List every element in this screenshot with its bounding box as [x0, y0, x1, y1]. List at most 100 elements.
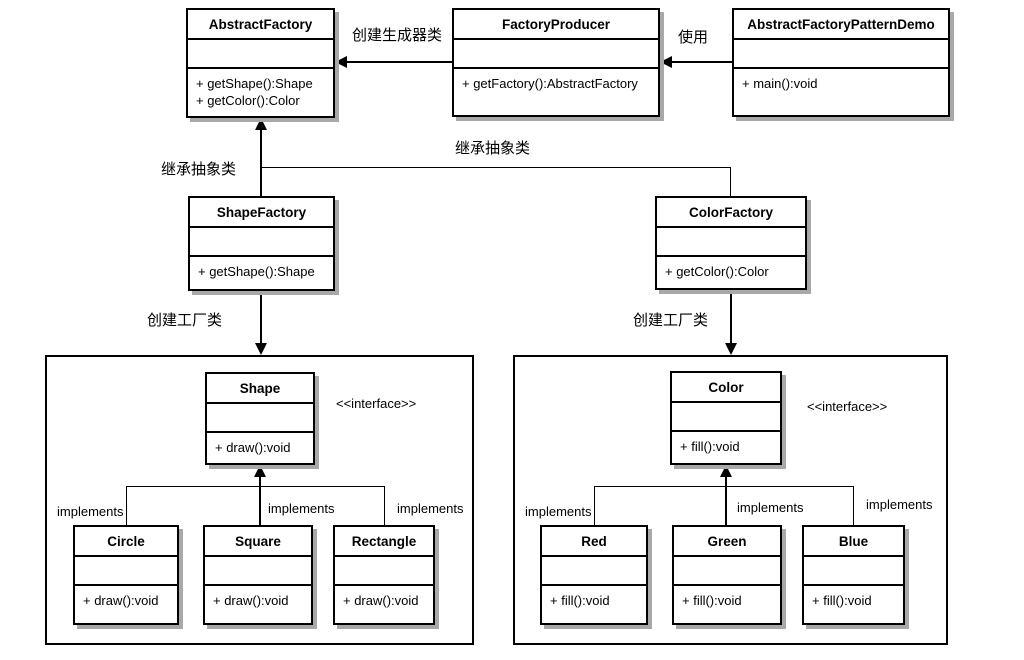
class-attributes-empty — [804, 557, 903, 586]
class-title: ColorFactory — [657, 198, 805, 228]
label-interface-shape: <<interface>> — [336, 396, 417, 411]
class-methods: + main():void — [734, 69, 948, 115]
method: + fill():void — [812, 593, 872, 608]
class-red: Red + fill():void — [540, 525, 648, 625]
connector-demo-to-producer — [665, 61, 732, 63]
connector-branch-horizontal — [260, 167, 731, 168]
method: + getShape():Shape — [198, 264, 315, 279]
class-title: AbstractFactory — [188, 10, 333, 40]
interface-shape: Shape + draw():void — [205, 372, 315, 465]
class-methods: + getFactory():AbstractFactory — [454, 69, 658, 115]
arrowhead-at-shape-panel-icon — [255, 343, 267, 355]
class-title: Square — [205, 527, 311, 557]
label-inherit-abstract-left: 继承抽象类 — [161, 161, 237, 178]
label-implements-green: implements — [737, 500, 804, 515]
class-attributes-empty — [207, 404, 313, 433]
connector-circle-stub — [126, 486, 127, 525]
class-attributes-empty — [188, 40, 333, 69]
class-pattern-demo: AbstractFactoryPatternDemo + main():void — [732, 8, 950, 117]
interface-color: Color + fill():void — [670, 371, 782, 465]
class-title: AbstractFactoryPatternDemo — [734, 10, 948, 40]
connector-red-stub — [594, 486, 595, 525]
label-implements-square: implements — [268, 501, 335, 516]
class-attributes-empty — [542, 557, 646, 586]
class-title: Red — [542, 527, 646, 557]
class-attributes-empty — [335, 557, 433, 586]
connector-branch-to-colorfactory — [730, 167, 731, 196]
connector-green-to-color — [725, 475, 727, 525]
connector-blue-stub — [853, 486, 854, 525]
arrowhead-at-color-icon — [720, 465, 732, 477]
connector-color-impl-horizontal — [594, 486, 854, 487]
label-create-factory-right: 创建工厂类 — [633, 312, 709, 329]
class-attributes-empty — [205, 557, 311, 586]
class-green: Green + fill():void — [672, 525, 782, 625]
class-title: Shape — [207, 374, 313, 404]
method: + getColor():Color — [196, 93, 300, 108]
class-methods: + draw():void — [207, 433, 313, 463]
label-create-producer: 创建生成器类 — [352, 27, 443, 44]
class-title: Rectangle — [335, 527, 433, 557]
class-attributes-empty — [657, 228, 805, 257]
class-methods: + fill():void — [804, 586, 903, 623]
class-attributes-empty — [75, 557, 177, 586]
class-attributes-empty — [672, 403, 780, 432]
arrowhead-generalization-icon — [255, 118, 267, 130]
method: + fill():void — [680, 439, 740, 454]
arrowhead-at-abstractfactory-icon — [335, 56, 347, 68]
class-blue: Blue + fill():void — [802, 525, 905, 625]
class-color-factory: ColorFactory + getColor():Color — [655, 196, 807, 290]
method: + getFactory():AbstractFactory — [462, 76, 638, 91]
method: + draw():void — [83, 593, 159, 608]
method: + fill():void — [550, 593, 610, 608]
class-attributes-empty — [454, 40, 658, 69]
method: + main():void — [742, 76, 818, 91]
label-create-factory-left: 创建工厂类 — [147, 312, 223, 329]
class-attributes-empty — [190, 228, 333, 257]
class-factory-producer: FactoryProducer + getFactory():AbstractF… — [452, 8, 660, 117]
class-methods: + draw():void — [335, 586, 433, 623]
class-title: Green — [674, 527, 780, 557]
connector-shapefactory-to-panel — [260, 291, 262, 344]
class-circle: Circle + draw():void — [73, 525, 179, 625]
label-implements-circle: implements — [57, 504, 124, 519]
connector-shape-impl-horizontal — [126, 486, 385, 487]
class-title: ShapeFactory — [190, 198, 333, 228]
arrowhead-at-producer-icon — [660, 56, 672, 68]
arrowhead-at-color-panel-icon — [725, 343, 737, 355]
connector-producer-to-abstractfactory — [340, 61, 452, 63]
class-title: Blue — [804, 527, 903, 557]
label-use: 使用 — [678, 29, 709, 46]
class-shape-factory: ShapeFactory + getShape():Shape — [188, 196, 335, 291]
connector-shapefactory-to-abstractfactory — [260, 129, 262, 196]
class-attributes-empty — [734, 40, 948, 69]
method: + draw():void — [213, 593, 289, 608]
class-rectangle: Rectangle + draw():void — [333, 525, 435, 625]
label-inherit-abstract-right: 继承抽象类 — [455, 140, 531, 157]
class-methods: + getShape():Shape — [190, 257, 333, 289]
method: + getShape():Shape — [196, 76, 313, 91]
class-methods: + getColor():Color — [657, 257, 805, 288]
class-attributes-empty — [674, 557, 780, 586]
class-abstract-factory: AbstractFactory + getShape():Shape + get… — [186, 8, 335, 118]
method: + draw():void — [215, 440, 291, 455]
label-implements-blue: implements — [866, 497, 933, 512]
connector-rectangle-stub — [384, 486, 385, 525]
class-methods: + fill():void — [672, 432, 780, 463]
label-implements-rectangle: implements — [397, 501, 464, 516]
method: + fill():void — [682, 593, 742, 608]
class-title: Color — [672, 373, 780, 403]
class-methods: + draw():void — [205, 586, 311, 623]
method: + getColor():Color — [665, 264, 769, 279]
label-implements-red: implements — [525, 504, 592, 519]
class-methods: + fill():void — [674, 586, 780, 623]
label-interface-color: <<interface>> — [807, 399, 888, 414]
connector-colorfactory-to-panel — [730, 290, 732, 344]
arrowhead-at-shape-icon — [254, 465, 266, 477]
class-square: Square + draw():void — [203, 525, 313, 625]
class-methods: + getShape():Shape + getColor():Color — [188, 69, 333, 116]
method: + draw():void — [343, 593, 419, 608]
connector-square-to-shape — [259, 475, 261, 525]
class-title: FactoryProducer — [454, 10, 658, 40]
